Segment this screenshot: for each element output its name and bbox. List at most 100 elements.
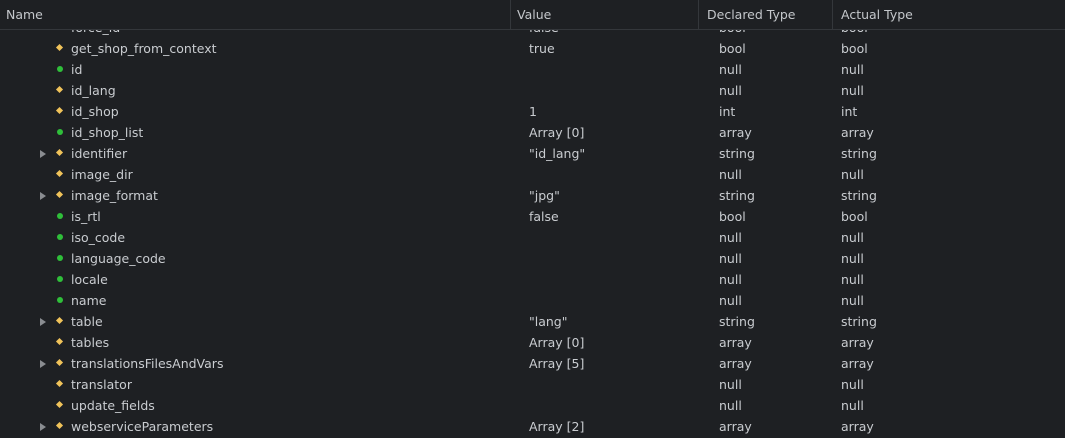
table-row[interactable]: force_idfalseboolbool: [0, 30, 1065, 38]
actual-type: array: [841, 356, 874, 371]
column-header-actual-type[interactable]: Actual Type: [841, 7, 913, 22]
variable-value: "jpg": [529, 188, 560, 203]
column-header-declared-type[interactable]: Declared Type: [707, 7, 796, 22]
variables-tree: force_idfalseboolboolget_shop_from_conte…: [0, 30, 1065, 438]
table-row[interactable]: id_lang null null: [0, 80, 1065, 101]
variable-name: tables: [71, 335, 110, 350]
protected-field-icon: [55, 358, 64, 367]
table-row[interactable]: get_shop_from_context true bool bool: [0, 38, 1065, 59]
actual-type: array: [841, 419, 874, 434]
variable-value: "id_lang": [529, 146, 586, 161]
actual-type: null: [841, 398, 864, 413]
column-resize-handle[interactable]: [832, 0, 833, 29]
expand-arrow-icon[interactable]: [40, 360, 46, 368]
declared-type: null: [719, 230, 742, 245]
table-row[interactable]: identifier "id_lang" string string: [0, 143, 1065, 164]
variable-name: is_rtl: [71, 209, 101, 224]
actual-type: array: [841, 335, 874, 350]
protected-field-icon: [55, 106, 64, 115]
table-row[interactable]: locale null null: [0, 269, 1065, 290]
declared-type: array: [719, 356, 752, 371]
variable-name: id_shop: [71, 104, 119, 119]
actual-type: null: [841, 251, 864, 266]
variable-name: get_shop_from_context: [71, 41, 217, 56]
actual-type: bool: [841, 41, 868, 56]
declared-type: null: [719, 272, 742, 287]
public-field-icon: [57, 234, 63, 240]
actual-type: null: [841, 83, 864, 98]
actual-type: null: [841, 272, 864, 287]
variable-name: identifier: [71, 146, 128, 161]
variable-name: id: [71, 62, 83, 77]
actual-type: null: [841, 293, 864, 308]
actual-type: string: [841, 146, 877, 161]
actual-type: null: [841, 377, 864, 392]
protected-field-icon: [55, 316, 64, 325]
variable-name: locale: [71, 272, 108, 287]
variable-name: name: [71, 293, 107, 308]
variable-name: image_dir: [71, 167, 133, 182]
variable-name: id_lang: [71, 83, 116, 98]
declared-type: string: [719, 314, 755, 329]
variable-name: webserviceParameters: [71, 419, 214, 434]
declared-type: null: [719, 398, 742, 413]
protected-field-icon: [55, 337, 64, 346]
variable-value: false: [529, 30, 559, 38]
variable-name: translator: [71, 377, 132, 392]
protected-field-icon: [55, 379, 64, 388]
actual-type: null: [841, 230, 864, 245]
variable-name: force_id: [71, 30, 120, 38]
variable-value: Array [0]: [529, 335, 585, 350]
variable-value: false: [529, 209, 559, 224]
table-row[interactable]: translator null null: [0, 374, 1065, 395]
table-row[interactable]: translationsFilesAndVars Array [5] array ar…: [0, 353, 1065, 374]
actual-type: bool: [841, 30, 868, 38]
variable-name: update_fields: [71, 398, 155, 413]
variable-name: language_code: [71, 251, 166, 266]
expand-arrow-icon[interactable]: [40, 192, 46, 200]
expand-arrow-icon[interactable]: [40, 150, 46, 158]
table-row[interactable]: id null null: [0, 59, 1065, 80]
variable-value: 1: [529, 104, 537, 119]
declared-type: null: [719, 62, 742, 77]
variable-value: Array [5]: [529, 356, 585, 371]
column-resize-handle[interactable]: [698, 0, 699, 29]
column-header-name[interactable]: Name: [6, 7, 43, 22]
protected-field-icon: [55, 190, 64, 199]
public-field-icon: [57, 213, 63, 219]
declared-type: string: [719, 188, 755, 203]
variable-value: Array [2]: [529, 419, 585, 434]
declared-type: null: [719, 377, 742, 392]
variable-name: image_format: [71, 188, 158, 203]
actual-type: null: [841, 62, 864, 77]
public-field-icon: [57, 276, 63, 282]
declared-type: string: [719, 146, 755, 161]
public-field-icon: [57, 66, 63, 72]
expand-arrow-icon[interactable]: [40, 318, 46, 326]
variable-name: table: [71, 314, 103, 329]
table-header: Name Value Declared Type Actual Type: [0, 0, 1065, 30]
actual-type: array: [841, 125, 874, 140]
table-row[interactable]: update_fields null null: [0, 395, 1065, 416]
variable-value: true: [529, 41, 555, 56]
column-resize-handle[interactable]: [510, 0, 511, 29]
declared-type: array: [719, 125, 752, 140]
declared-type: null: [719, 83, 742, 98]
declared-type: bool: [719, 41, 746, 56]
expand-arrow-icon[interactable]: [40, 423, 46, 431]
column-header-value[interactable]: Value: [517, 7, 552, 22]
public-field-icon: [57, 297, 63, 303]
variable-value: "lang": [529, 314, 568, 329]
variable-name: translationsFilesAndVars: [71, 356, 224, 371]
